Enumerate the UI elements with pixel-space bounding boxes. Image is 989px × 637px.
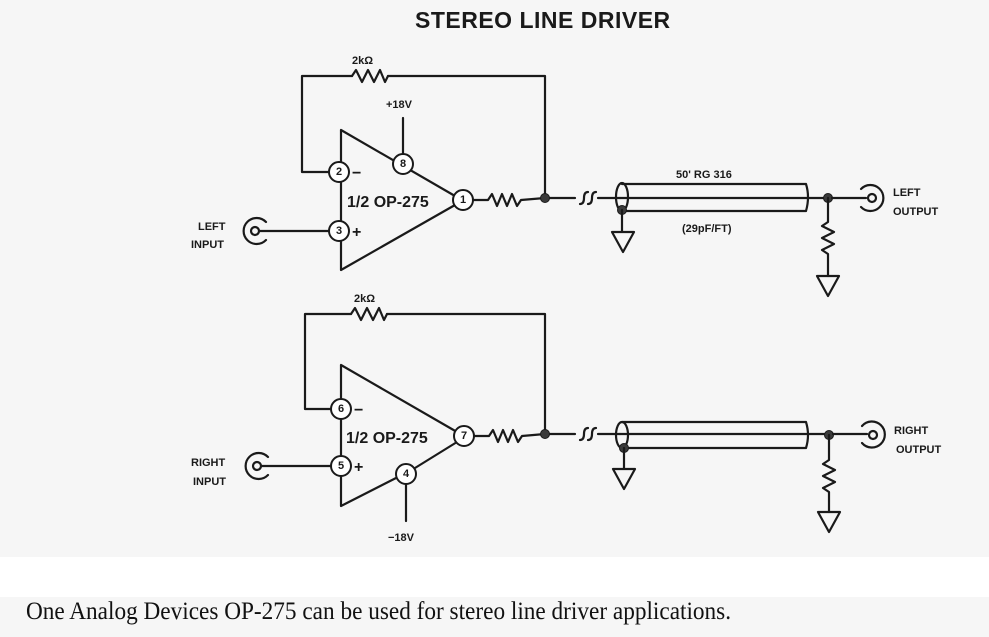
- right-output-label-line2: OUTPUT: [896, 444, 942, 456]
- cable-capacitance-label: (29pF/FT): [682, 223, 732, 235]
- left-input-jack-icon: [242, 216, 268, 246]
- left-coax-ground-icon: [610, 208, 636, 254]
- right-input-label-line2: INPUT: [193, 476, 226, 488]
- right-output-jack-icon: [860, 420, 886, 449]
- right-channel: 2kΩ 1/2 OP-275 −18V 6 − 5 + 4 7 RIGHT IN…: [191, 293, 942, 544]
- right-output-label-line1: RIGHT: [894, 425, 929, 437]
- right-output-junction: [540, 429, 550, 439]
- right-input-label-line1: RIGHT: [191, 457, 226, 469]
- right-load-resistor-icon: [821, 433, 837, 514]
- right-minus-sign: −: [354, 402, 363, 419]
- right-coax-ground-icon: [611, 446, 637, 491]
- left-pin-inverting: [328, 161, 350, 183]
- right-input-jack-center: [251, 460, 263, 472]
- right-pin-supply: [395, 463, 417, 485]
- left-opamp-label: 1/2 OP-275: [347, 194, 429, 211]
- left-input-label-line1: LEFT: [198, 221, 226, 233]
- left-output-wire: [471, 192, 577, 208]
- left-input-jack-center: [249, 225, 261, 237]
- left-cable-break-icon: [578, 190, 598, 206]
- left-pin-supply: [392, 153, 414, 175]
- right-supply-label: −18V: [388, 532, 415, 544]
- left-output-junction: [540, 193, 550, 203]
- left-pin-supply-number: 8: [400, 158, 406, 170]
- left-output-jack-center: [866, 192, 878, 204]
- figure-caption: One Analog Devices OP-275 can be used fo…: [26, 598, 732, 625]
- right-cable-break-icon: [578, 426, 598, 442]
- right-input-jack-icon: [244, 451, 270, 481]
- right-coax-cable-icon: [618, 420, 834, 450]
- right-plus-sign: +: [354, 459, 363, 476]
- left-load-ground-icon: [815, 274, 841, 298]
- right-output-wire: [472, 428, 577, 444]
- left-channel: 2kΩ 1/2 OP-275 +18V 2 − 3 + 8 1 LEFT INP…: [191, 55, 939, 298]
- right-output-jack-center: [867, 429, 879, 441]
- caption-band: [0, 597, 989, 637]
- right-pin-inverting-number: 6: [338, 403, 344, 415]
- left-minus-sign: −: [352, 165, 361, 182]
- right-pin-inverting: [330, 398, 352, 420]
- right-pin-output-number: 7: [461, 430, 467, 442]
- left-pin-inverting-number: 2: [336, 166, 342, 178]
- left-feedback-wire: [300, 74, 547, 200]
- right-feedback-resistor-label: 2kΩ: [354, 293, 375, 305]
- right-load-ground-icon: [816, 510, 842, 534]
- left-input-label-line2: INPUT: [191, 239, 224, 251]
- right-feedback-wire: [303, 312, 547, 436]
- left-pin-output-number: 1: [460, 194, 466, 206]
- left-output-label-line2: OUTPUT: [893, 206, 939, 218]
- left-feedback-resistor-icon: [350, 68, 390, 84]
- left-load-resistor-icon: [820, 196, 836, 278]
- left-feedback-resistor-label: 2kΩ: [352, 55, 373, 67]
- right-opamp-triangle-icon: [339, 363, 459, 508]
- right-pin-noninverting-number: 5: [338, 460, 344, 472]
- left-output-jack-icon: [859, 183, 885, 213]
- left-supply-label: +18V: [386, 99, 413, 111]
- left-pin-noninverting-number: 3: [336, 225, 342, 237]
- right-opamp-label: 1/2 OP-275: [346, 430, 428, 447]
- diagram-title: STEREO LINE DRIVER: [415, 7, 671, 33]
- left-coax-cable-icon: [618, 182, 834, 213]
- right-feedback-resistor-icon: [349, 306, 389, 322]
- right-pin-supply-number: 4: [403, 468, 410, 480]
- left-output-label-line1: LEFT: [893, 187, 921, 199]
- cable-label: 50' RG 316: [676, 169, 732, 181]
- left-plus-sign: +: [352, 224, 361, 241]
